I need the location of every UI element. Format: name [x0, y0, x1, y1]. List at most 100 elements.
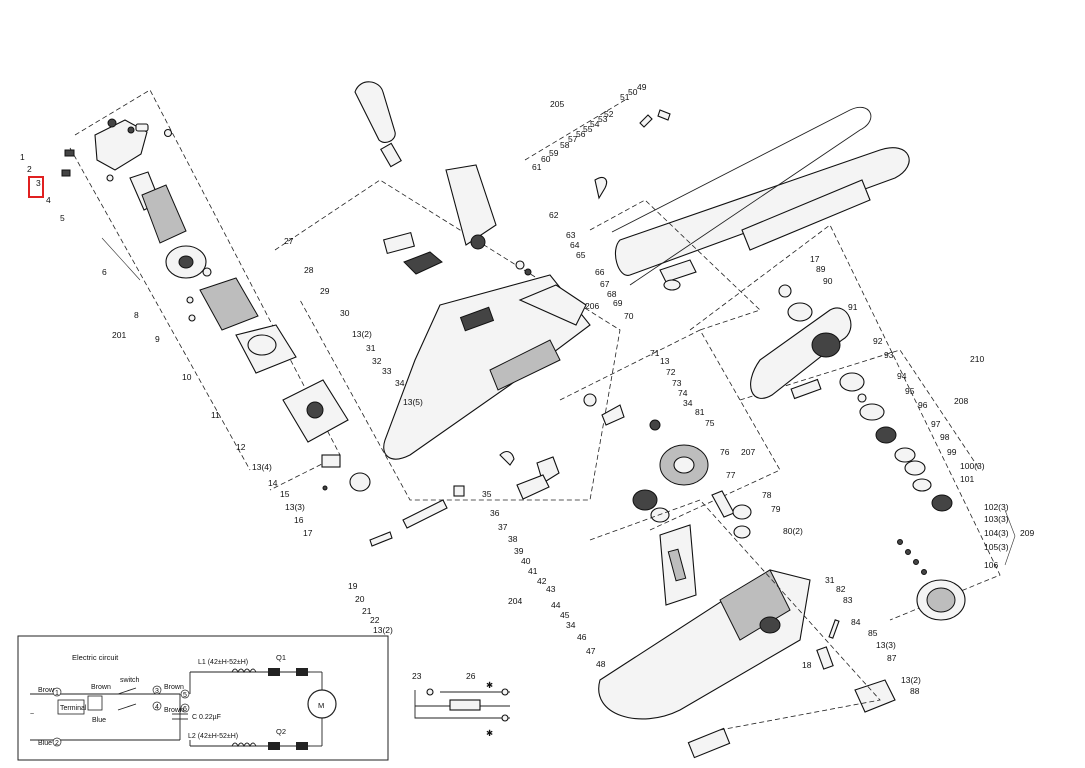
l1-coil — [231, 668, 257, 674]
part-label-p18: 18 — [802, 660, 812, 670]
gearbox-group — [559, 329, 896, 759]
carbon-brush — [135, 123, 149, 132]
terminal-c — [501, 714, 509, 722]
part-label-p55: 55 — [583, 124, 593, 134]
motor-assembly-group — [61, 89, 371, 492]
part-label-p85: 85 — [868, 628, 878, 638]
part-label-p59: 59 — [549, 148, 559, 158]
part-label-p101: 101 — [960, 474, 974, 484]
oil-window — [667, 548, 687, 582]
brown-mid-label: Brown — [91, 684, 111, 691]
part-label-p65: 65 — [576, 250, 586, 260]
snowflake-symbol-top: ✱ — [486, 680, 493, 690]
spring-part — [499, 450, 515, 466]
part-label-p29: 29 — [320, 286, 330, 296]
seal-46 — [650, 507, 670, 523]
part-label-p76: 76 — [720, 447, 730, 457]
part-label-p66: 66 — [595, 267, 605, 277]
part-label-p10: 10 — [182, 372, 192, 382]
part-label-p13_4: 13(4) — [252, 462, 272, 472]
part-label-p28: 28 — [304, 265, 314, 275]
brush-nut-2 — [127, 126, 135, 134]
part-label-p40: 40 — [521, 556, 531, 566]
part-label-p88: 88 — [910, 686, 920, 696]
brown-in-label: Brown — [38, 687, 58, 694]
part-label-p13_5: 13(5) — [403, 397, 423, 407]
bumper-87 — [854, 679, 896, 713]
saw-chain — [611, 106, 872, 286]
motor-assembly-outline-inner — [69, 147, 251, 471]
washer-4 — [106, 174, 114, 182]
chain-tensioner-66 — [659, 259, 697, 283]
part-label-p43: 43 — [546, 584, 556, 594]
pin5-circle — [180, 689, 190, 699]
part-label-p52: 52 — [604, 109, 614, 119]
lower-outline — [589, 499, 881, 731]
part-label-p34c: 34 — [683, 398, 693, 408]
part-label-p75: 75 — [705, 418, 715, 428]
label-plate — [687, 727, 731, 759]
washer-89 — [778, 284, 792, 298]
knob-92 — [839, 372, 865, 392]
lower-housing-gearcase — [719, 569, 791, 641]
bearing-75 — [649, 419, 661, 431]
screw-105 — [921, 569, 927, 575]
part-label-p210: 210 — [970, 354, 984, 364]
part-label-p105_3: 105(3) — [984, 542, 1009, 552]
part-label-p97: 97 — [931, 419, 941, 429]
part-67 — [663, 279, 681, 291]
bearing-78 — [732, 504, 752, 520]
part-84 — [816, 646, 834, 670]
gear-outline — [559, 329, 781, 531]
part-label-p94: 94 — [897, 371, 907, 381]
harness-wire-1 — [414, 690, 510, 719]
part-label-p49: 49 — [637, 82, 647, 92]
part-label-p80_2: 80(2) — [783, 526, 803, 536]
part-label-p1: 1 — [20, 152, 25, 162]
ring-98 — [904, 460, 926, 476]
part-label-p26: 26 — [466, 671, 476, 681]
part-label-p22: 22 — [370, 615, 380, 625]
part-label-p69: 69 — [613, 298, 623, 308]
q1-block-a — [268, 668, 280, 676]
highlight-box-part-3 — [28, 176, 44, 198]
motor-assembly-outline — [74, 89, 341, 491]
switch-contact-1 — [117, 687, 137, 695]
ring-97 — [894, 447, 916, 463]
part-label-p79: 79 — [771, 504, 781, 514]
part-label-p34b: 34 — [566, 620, 576, 630]
part-label-p63: 63 — [566, 230, 576, 240]
pin3-label: 3 — [155, 688, 159, 695]
label-plate-2 — [790, 378, 822, 400]
switch-block — [321, 454, 341, 468]
part-label-p89: 89 — [816, 264, 826, 274]
part-label-p38: 38 — [508, 534, 518, 544]
part-label-p62: 62 — [549, 210, 559, 220]
seal-72 — [583, 393, 597, 407]
spring-clip — [163, 128, 173, 138]
q1-label: Q1 — [276, 653, 286, 662]
part-label-p204: 204 — [508, 596, 522, 606]
pin6-circle — [180, 703, 190, 713]
part-label-p23: 23 — [412, 671, 422, 681]
part-label-p13_2a: 13(2) — [352, 329, 372, 339]
oiler-line — [524, 99, 626, 161]
screw-102 — [897, 539, 903, 545]
rod-20 — [402, 499, 448, 529]
sprocket-cover-group — [689, 224, 1016, 621]
brush-small-2 — [61, 169, 71, 177]
terminal-label: Terminal — [60, 705, 87, 712]
label-29 — [382, 231, 416, 255]
part-label-p103_3: 103(3) — [984, 514, 1009, 524]
part-label-p92: 92 — [873, 336, 883, 346]
washer-63 — [515, 260, 525, 270]
brush-small-1 — [64, 149, 75, 157]
part-label-p44: 44 — [551, 600, 561, 610]
gear-76-hub — [673, 456, 695, 474]
switch-contact-2 — [117, 703, 137, 711]
screw-13-3 — [322, 485, 328, 491]
part-label-p96: 96 — [918, 400, 928, 410]
part-label-p93: 93 — [884, 350, 894, 360]
oil-cap-45 — [632, 489, 658, 511]
